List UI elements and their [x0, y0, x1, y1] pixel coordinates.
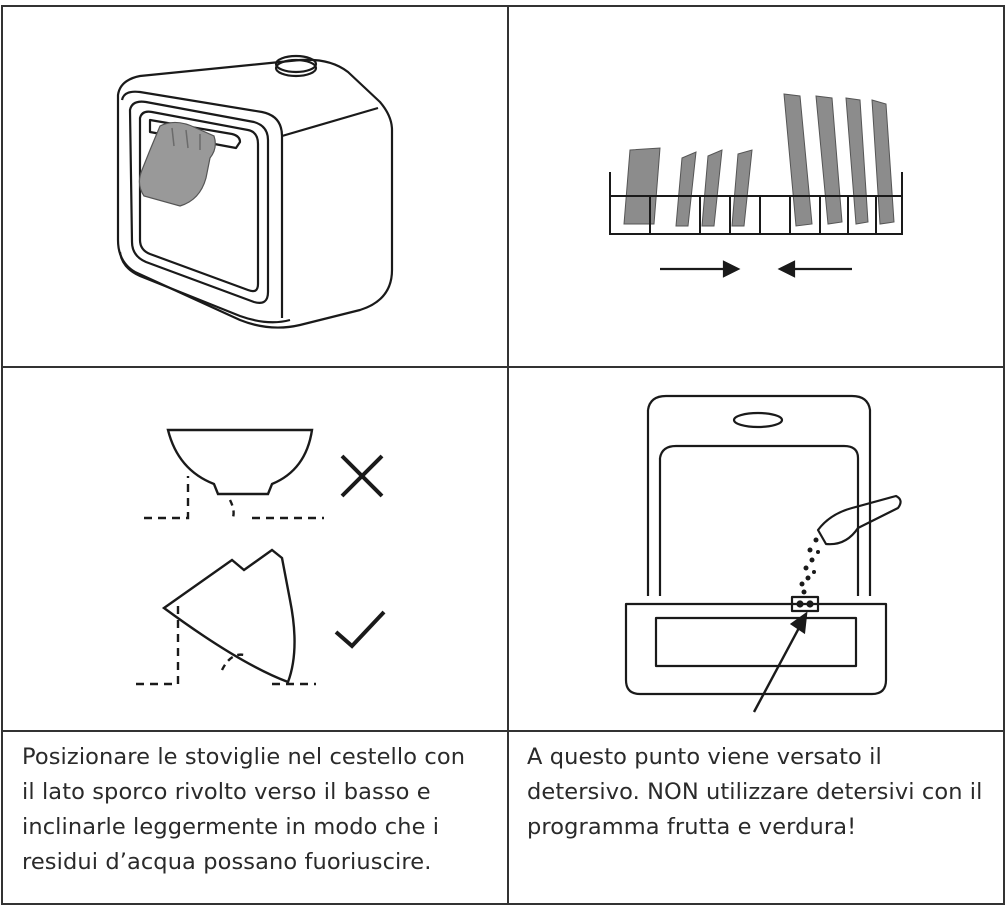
- detergent-powder-icon: [799, 537, 820, 595]
- caption-line: residui d’acqua possano fuoriuscire.: [22, 849, 432, 875]
- caption-line: il lato sporco rivolto verso il basso e: [22, 779, 431, 805]
- cross-icon: [340, 454, 384, 498]
- caption-line: Posizionare le stoviglie nel cestello co…: [22, 744, 466, 770]
- checkmark-icon: [334, 610, 386, 649]
- caption-line: programma frutta e verdura!: [527, 814, 857, 840]
- caption-detergent: A questo punto viene versato il detersiv…: [527, 740, 997, 845]
- caption-line: inclinarle leggermente in modo che i: [22, 814, 440, 840]
- caption-line: detersivo. NON utilizzare detersivi con …: [527, 779, 983, 805]
- inward-arrows-icon: [660, 260, 852, 278]
- caption-line: A questo punto viene versato il: [527, 744, 882, 770]
- caption-loading-dishes: Posizionare le stoviglie nel cestello co…: [22, 740, 502, 880]
- hand-icon: [138, 121, 216, 207]
- arrow-to-dispenser-icon: [752, 611, 808, 713]
